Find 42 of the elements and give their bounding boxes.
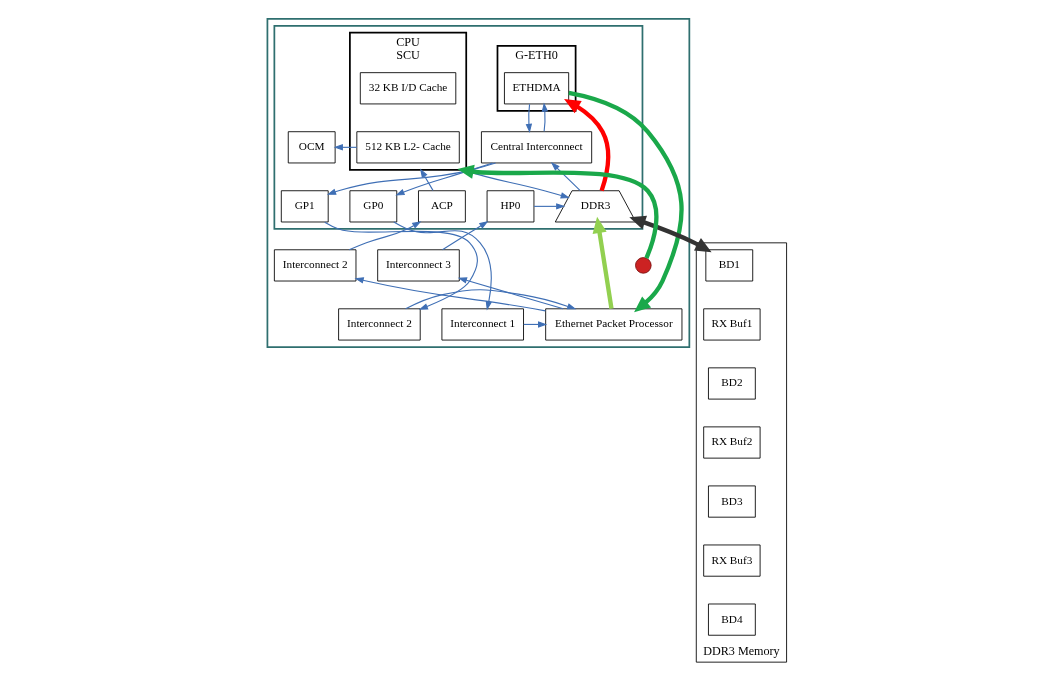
node-box: GP0 xyxy=(349,190,398,223)
node-box: HP0 xyxy=(486,190,535,223)
node-box: Interconnect 1 xyxy=(441,308,524,341)
node-box: BD1 xyxy=(705,249,754,282)
arrow xyxy=(457,277,564,310)
node-box: 512 KB L2- Cache xyxy=(356,131,460,164)
node-box: 32 KB I/D Cache xyxy=(359,72,457,105)
node-box: RX Buf2 xyxy=(703,426,761,459)
node-box: Central Interconnect xyxy=(481,131,593,164)
arrow xyxy=(441,221,489,251)
arrow xyxy=(533,203,566,210)
node-box: RX Buf1 xyxy=(703,308,761,341)
node-box: ETHDMA xyxy=(504,72,570,105)
cluster xyxy=(266,17,691,348)
arrow xyxy=(564,99,611,192)
node-box: GP1 xyxy=(280,190,329,223)
arrow xyxy=(405,289,577,310)
node-box: BD3 xyxy=(708,485,756,518)
node-box: Interconnect 2 xyxy=(273,249,357,282)
arrow xyxy=(592,216,614,309)
node-box: Interconnect 2 xyxy=(338,308,421,341)
node-box: ACP xyxy=(418,190,466,223)
arrow xyxy=(420,168,434,191)
arrow xyxy=(550,162,581,191)
arrow xyxy=(541,102,549,132)
arrow xyxy=(395,162,493,196)
node-box: Ethernet Packet Processor xyxy=(545,308,683,341)
node-box: OCM xyxy=(287,131,336,164)
arrow xyxy=(525,103,533,134)
node-box: BD2 xyxy=(708,367,756,400)
arrow xyxy=(354,277,546,312)
node-box: BD4 xyxy=(708,603,756,636)
node-box: RX Buf3 xyxy=(703,544,761,577)
arrow xyxy=(629,215,712,253)
arrow xyxy=(324,221,478,310)
node-box: Interconnect 3 xyxy=(377,249,460,282)
arrow xyxy=(348,221,422,251)
arrow xyxy=(393,221,492,311)
node-cross xyxy=(635,257,652,274)
arrow xyxy=(457,164,659,259)
arrow xyxy=(326,162,497,195)
arrow xyxy=(568,90,684,313)
